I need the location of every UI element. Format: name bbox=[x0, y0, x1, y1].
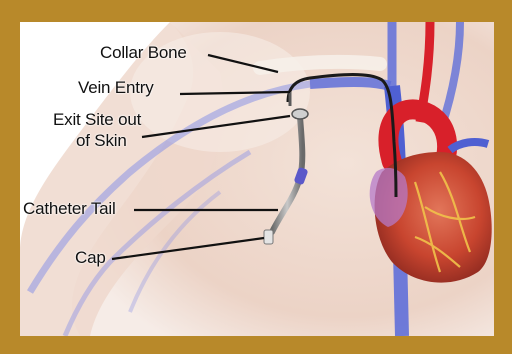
subclavian-vein bbox=[310, 82, 390, 86]
label-exit-site-line1: Exit Site out bbox=[53, 110, 141, 130]
illustration-canvas: Collar Bone Vein Entry Exit Site out of … bbox=[20, 22, 494, 336]
label-collar-bone: Collar Bone bbox=[100, 43, 187, 63]
label-cap: Cap bbox=[75, 248, 106, 268]
exit-site-cuff bbox=[292, 109, 308, 119]
label-exit-site-line2: of Skin bbox=[76, 131, 127, 151]
catheter-cap bbox=[264, 230, 273, 244]
anatomy-illustration bbox=[20, 22, 494, 336]
label-vein-entry: Vein Entry bbox=[78, 78, 154, 98]
collar-bone-shape bbox=[260, 62, 380, 68]
label-catheter-tail: Catheter Tail bbox=[23, 199, 116, 219]
